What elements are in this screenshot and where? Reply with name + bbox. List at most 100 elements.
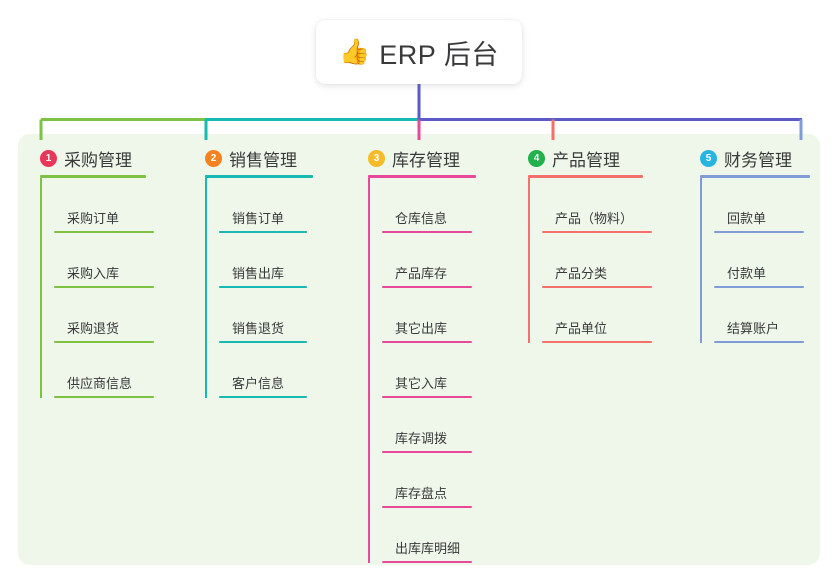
leaf-item-underline — [542, 341, 652, 343]
leaf-item-label: 产品（物料） — [555, 211, 634, 226]
column-items-3: 仓库信息产品库存其它出库其它入库库存调拨库存盘点出库库明细 — [368, 178, 476, 563]
leaf-item-label: 采购退货 — [67, 321, 120, 336]
leaf-item[interactable]: 销售出库 — [219, 233, 313, 288]
column-items-4: 产品（物料） 产品分类产品单位 — [528, 178, 652, 343]
leaf-item-underline — [54, 396, 154, 398]
leaf-item-label: 产品单位 — [555, 321, 608, 336]
column-underline-4 — [528, 175, 643, 178]
leaf-item-label: 仓库信息 — [395, 211, 448, 226]
leaf-item[interactable]: 采购退货 — [54, 288, 154, 343]
leaf-item[interactable]: 其它出库 — [382, 288, 476, 343]
leaf-item[interactable]: 回款单 — [714, 178, 810, 233]
leaf-item-underline — [382, 506, 472, 508]
leaf-item[interactable]: 其它入库 — [382, 343, 476, 398]
leaf-item-label: 回款单 — [727, 211, 767, 226]
column-title-1: 采购管理 — [64, 150, 132, 170]
leaf-item-underline — [219, 341, 307, 343]
column-title-5: 财务管理 — [724, 150, 792, 170]
column-trunk-4 — [528, 178, 530, 343]
leaf-item-underline — [714, 341, 804, 343]
leaf-item-label: 其它入库 — [395, 376, 448, 391]
leaf-item-label: 产品分类 — [555, 266, 608, 281]
column-3: 3 库存管理仓库信息产品库存其它出库其它入库库存调拨库存盘点出库库明细 — [368, 147, 476, 563]
column-title-3: 库存管理 — [392, 150, 460, 170]
leaf-item-label: 销售退货 — [232, 321, 285, 336]
column-header-1[interactable]: 1 采购管理 — [40, 147, 154, 170]
leaf-item-label: 出库库明细 — [395, 541, 461, 556]
column-badge-2: 2 — [205, 149, 222, 167]
leaf-item-label: 销售出库 — [232, 266, 285, 281]
column-header-4[interactable]: 4 产品管理 — [528, 147, 652, 170]
column-trunk-2 — [205, 178, 207, 398]
leaf-item-label: 结算账户 — [727, 321, 780, 336]
column-title-4: 产品管理 — [552, 150, 620, 170]
leaf-item[interactable]: 销售退货 — [219, 288, 313, 343]
leaf-item-label: 库存调拨 — [395, 431, 448, 446]
column-header-2[interactable]: 2 销售管理 — [205, 147, 313, 170]
leaf-item[interactable]: 采购入库 — [54, 233, 154, 288]
leaf-item-underline — [54, 231, 154, 233]
column-badge-3: 3 — [368, 149, 385, 167]
column-items-1: 采购订单采购入库采购退货供应商信息 — [40, 178, 154, 398]
column-badge-4: 4 — [528, 149, 545, 167]
leaf-item[interactable]: 付款单 — [714, 233, 810, 288]
leaf-item[interactable]: 仓库信息 — [382, 178, 476, 233]
leaf-item[interactable]: 客户信息 — [219, 343, 313, 398]
column-1: 1 采购管理采购订单采购入库采购退货供应商信息 — [40, 147, 154, 398]
column-underline-5 — [700, 175, 810, 178]
column-title-2: 销售管理 — [229, 150, 297, 170]
leaf-item-label: 付款单 — [727, 266, 767, 281]
root-title: ERP 后台 — [379, 39, 499, 70]
column-header-3[interactable]: 3 库存管理 — [368, 147, 476, 170]
leaf-item-underline — [54, 286, 154, 288]
leaf-item-underline — [382, 286, 472, 288]
column-items-2: 销售订单销售出库销售退货客户信息 — [205, 178, 313, 398]
leaf-item[interactable]: 采购订单 — [54, 178, 154, 233]
leaf-item-underline — [714, 286, 804, 288]
leaf-item[interactable]: 库存调拨 — [382, 398, 476, 453]
root-node[interactable]: 👍 ERP 后台 — [316, 20, 522, 84]
leaf-item-underline — [382, 396, 472, 398]
leaf-item[interactable]: 结算账户 — [714, 288, 810, 343]
leaf-item[interactable]: 产品（物料） — [542, 178, 652, 233]
column-trunk-1 — [40, 178, 42, 398]
leaf-item-underline — [54, 341, 154, 343]
column-trunk-3 — [368, 178, 370, 563]
column-badge-1: 1 — [40, 149, 57, 167]
leaf-item-underline — [219, 396, 307, 398]
leaf-item-underline — [382, 341, 472, 343]
column-items-5: 回款单付款单结算账户 — [700, 178, 810, 343]
column-4: 4 产品管理产品（物料） 产品分类产品单位 — [528, 147, 652, 343]
leaf-item-underline — [382, 561, 472, 563]
leaf-item-label: 产品库存 — [395, 266, 448, 281]
leaf-item[interactable]: 供应商信息 — [54, 343, 154, 398]
leaf-item-label: 采购入库 — [67, 266, 120, 281]
leaf-item-underline — [219, 231, 307, 233]
leaf-item-underline — [382, 231, 472, 233]
leaf-item-label: 采购订单 — [67, 211, 120, 226]
leaf-item[interactable]: 库存盘点 — [382, 453, 476, 508]
leaf-item[interactable]: 产品分类 — [542, 233, 652, 288]
leaf-item[interactable]: 产品库存 — [382, 233, 476, 288]
leaf-item-underline — [219, 286, 307, 288]
column-underline-1 — [40, 175, 146, 178]
leaf-item-underline — [714, 231, 804, 233]
leaf-item[interactable]: 销售订单 — [219, 178, 313, 233]
leaf-item[interactable]: 产品单位 — [542, 288, 652, 343]
thumbs-up-icon: 👍 — [339, 37, 371, 66]
leaf-item-label: 供应商信息 — [67, 376, 133, 391]
column-2: 2 销售管理销售订单销售出库销售退货客户信息 — [205, 147, 313, 398]
leaf-item-underline — [542, 231, 652, 233]
leaf-item-underline — [542, 286, 652, 288]
leaf-item-label: 销售订单 — [232, 211, 285, 226]
leaf-item-label: 其它出库 — [395, 321, 448, 336]
leaf-item-label: 客户信息 — [232, 376, 285, 391]
column-underline-2 — [205, 175, 313, 178]
leaf-item-underline — [382, 451, 472, 453]
leaf-item[interactable]: 出库库明细 — [382, 508, 476, 563]
column-trunk-5 — [700, 178, 702, 343]
leaf-item-label: 库存盘点 — [395, 486, 448, 501]
